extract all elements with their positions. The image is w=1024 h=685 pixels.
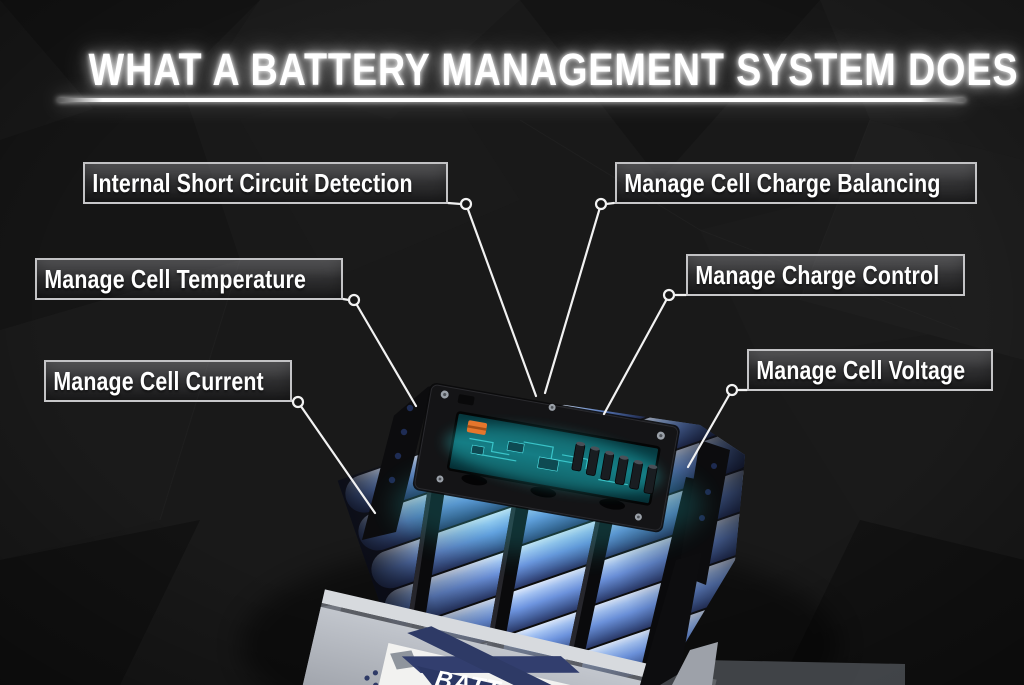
capacitor-cylinders (571, 441, 658, 495)
callout-label-text: Manage Cell Charge Balancing (624, 167, 941, 198)
callout-dot (291, 395, 305, 409)
callout-extension (604, 201, 616, 206)
callout-line (543, 202, 603, 395)
page-title: WHAT A BATTERY MANAGEMENT SYSTEM DOES (0, 44, 1024, 96)
battery-case: BATT (291, 589, 717, 685)
callout-extension (446, 201, 463, 206)
callout-dot (662, 288, 676, 302)
callout-label-manage-cell-current: Manage Cell Current (44, 360, 292, 402)
callout-label-manage-cell-voltage: Manage Cell Voltage (747, 349, 993, 391)
floor-strip (660, 660, 905, 685)
callout-label-text: Internal Short Circuit Detection (92, 167, 413, 198)
frame-bracket-right (640, 552, 702, 685)
callout-label-manage-charge-control: Manage Charge Control (686, 254, 965, 296)
callout-line (296, 400, 377, 515)
callout-label-text: Manage Cell Voltage (756, 354, 966, 385)
bms-board (412, 382, 680, 533)
callout-dot (725, 383, 739, 397)
callout-line (352, 298, 418, 408)
callout-dots (291, 197, 739, 409)
callout-label-text: Manage Cell Temperature (44, 263, 307, 294)
page-title-text: WHAT A BATTERY MANAGEMENT SYSTEM DOES (88, 44, 1019, 95)
callout-dot (459, 197, 473, 211)
pcb-window (444, 411, 662, 506)
callout-connectors (290, 201, 749, 515)
callout-line (464, 202, 538, 398)
callout-line (686, 388, 734, 469)
callout-label-manage-cell-charge-balancing: Manage Cell Charge Balancing (615, 162, 977, 204)
screws (436, 390, 665, 521)
callout-label-text: Manage Charge Control (695, 259, 940, 290)
callout-label-text: Manage Cell Current (53, 365, 264, 396)
callout-line (602, 293, 671, 416)
case-right-corner (672, 642, 718, 685)
callout-dot (594, 197, 608, 211)
brand-label: BATT (361, 626, 681, 685)
callout-dot (347, 293, 361, 307)
pack-side-brackets (362, 386, 730, 585)
callout-label-internal-short-circuit-detection: Internal Short Circuit Detection (83, 162, 448, 204)
case-rim (321, 589, 717, 685)
title-underline (57, 98, 966, 102)
callout-label-manage-cell-temperature: Manage Cell Temperature (35, 258, 343, 300)
